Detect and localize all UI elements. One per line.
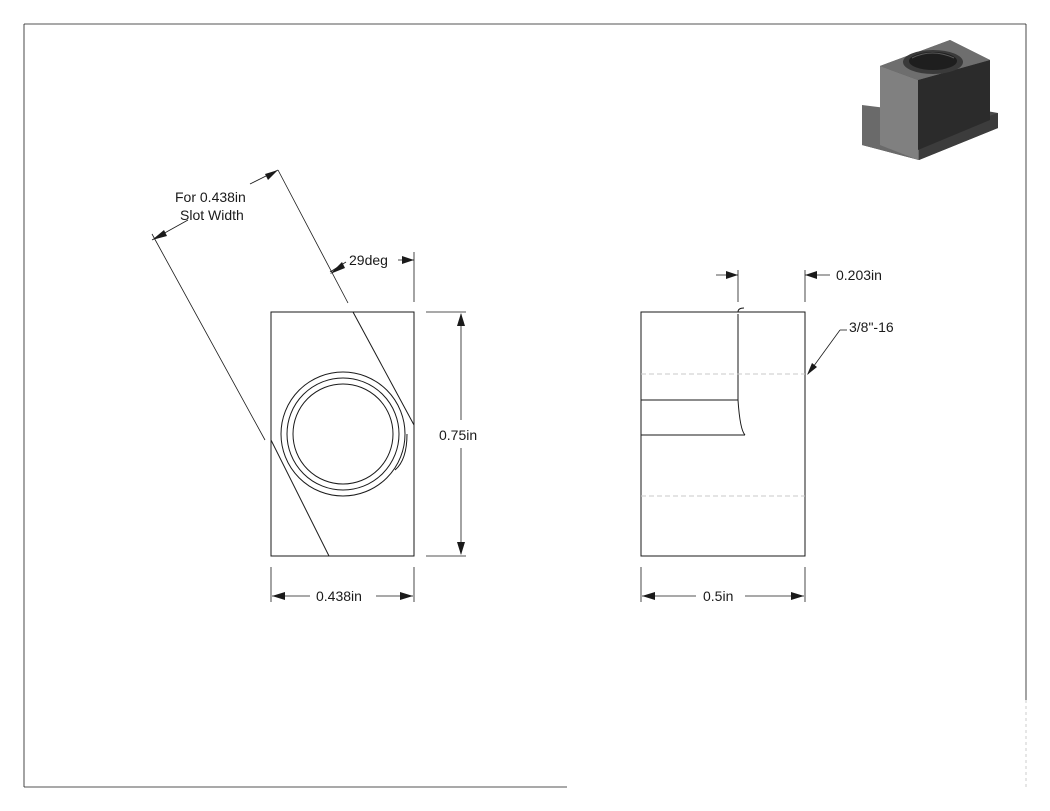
angle-label: 29deg	[349, 252, 388, 268]
side-view	[640, 307, 806, 557]
sheet-border	[23, 23, 1027, 788]
front-width-label: 0.438in	[316, 588, 362, 604]
slot-note-line2: Slot Width	[180, 207, 244, 223]
side-width-label: 0.5in	[703, 588, 733, 604]
isometric-view	[862, 40, 998, 160]
offset-dimension: 0.203in	[716, 267, 882, 302]
slot-width-dimension: For 0.438in Slot Width	[151, 169, 349, 441]
height-dimension: 0.75in	[426, 311, 477, 557]
offset-label: 0.203in	[836, 267, 882, 283]
height-label: 0.75in	[439, 427, 477, 443]
front-width-dimension: 0.438in	[270, 567, 415, 604]
thread-label: 3/8"-16	[849, 319, 894, 335]
slot-note-line1: For 0.438in	[175, 189, 246, 205]
thread-callout: 3/8"-16	[807, 319, 894, 375]
angle-dimension: 29deg	[329, 252, 415, 302]
side-width-dimension: 0.5in	[640, 567, 806, 604]
front-view	[270, 311, 415, 557]
